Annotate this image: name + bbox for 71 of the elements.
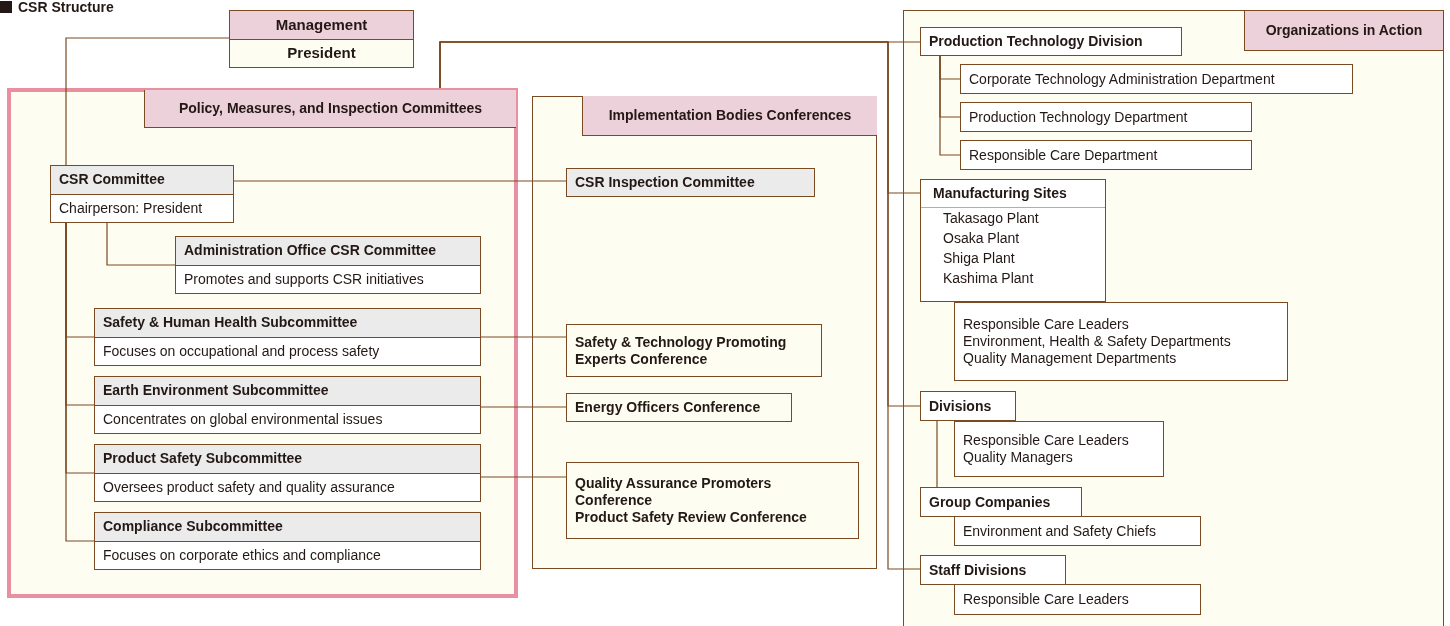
connector-line	[939, 55, 961, 156]
unit-title: Quality Assurance Promoters Conference	[575, 475, 773, 509]
unit-item: Quality Managers	[963, 449, 1074, 466]
subcommittee-box	[94, 512, 481, 570]
unit-title: Energy Officers Conference	[575, 399, 762, 416]
unit-item: Production Technology Department	[969, 108, 1189, 126]
committee-title: Compliance Subcommittee	[95, 513, 480, 542]
role-list-box	[954, 516, 1201, 546]
plant-name: Shiga Plant	[942, 249, 1016, 268]
department-box	[960, 140, 1252, 170]
committee-box	[50, 165, 234, 223]
unit-item: Responsible Care Leaders	[963, 432, 1130, 449]
conference-box	[566, 393, 792, 422]
group-heading: Organizations in Action	[1244, 11, 1443, 51]
management-title: Management	[230, 11, 413, 40]
conference-group-panel	[532, 96, 877, 569]
plant-name: Takasago Plant	[942, 209, 1040, 228]
unit-title: Safety & Technology Promoting Experts Conference	[575, 333, 788, 368]
unit-item: Quality Management Departments	[963, 350, 1178, 367]
connector-line	[233, 180, 567, 182]
division-box	[920, 555, 1066, 585]
unit-item: Environment and Safety Chiefs	[963, 522, 1157, 540]
role-list-box	[954, 421, 1164, 477]
connector-line	[439, 41, 921, 570]
unit-item: Environment, Health & Safety Departments	[963, 333, 1232, 350]
unit-title: Divisions	[929, 397, 993, 415]
department-box	[960, 102, 1252, 132]
plant-name: Kashima Plant	[942, 269, 1035, 288]
unit-title: Staff Divisions	[929, 561, 1028, 579]
unit-title: CSR Inspection Committee	[575, 174, 756, 191]
connector-line	[65, 37, 230, 166]
plant-name: Osaka Plant	[942, 229, 1021, 248]
committee-title: CSR Committee	[51, 166, 233, 195]
connector-line	[480, 476, 567, 478]
connector-line	[65, 222, 95, 542]
connector-line	[106, 222, 176, 266]
subcommittee-box	[94, 376, 481, 434]
committee-title: Product Safety Subcommittee	[95, 445, 480, 474]
site-box	[920, 179, 1106, 302]
unit-item: Responsible Care Leaders	[963, 591, 1130, 608]
organization-group-panel	[903, 10, 1444, 626]
division-box	[920, 487, 1082, 517]
subcommittee-box	[94, 444, 481, 502]
committee-title: Administration Office CSR Committee	[176, 237, 480, 266]
unit-item: Responsible Care Department	[969, 146, 1159, 164]
department-box	[960, 64, 1353, 94]
connector-line	[480, 406, 567, 408]
conference-box	[566, 324, 822, 377]
management-box	[229, 10, 414, 68]
role-list-box	[954, 584, 1201, 615]
unit-title: Product Safety Review Conference	[575, 509, 808, 526]
conference-box	[566, 462, 859, 539]
site-title: Manufacturing Sites	[921, 180, 1105, 208]
committee-title: Safety & Human Health Subcommittee	[95, 309, 480, 338]
unit-item: Responsible Care Leaders	[963, 316, 1130, 333]
group-heading: Implementation Bodies Conferences	[582, 96, 877, 136]
role-list-box	[954, 302, 1288, 381]
diagram-title: CSR Structure	[18, 0, 114, 14]
committee-title: Earth Environment Subcommittee	[95, 377, 480, 406]
committee-group-panel	[7, 88, 518, 598]
unit-item: Corporate Technology Administration Department	[969, 70, 1276, 88]
committee-box	[175, 236, 481, 294]
group-heading: Policy, Measures, and Inspection Committees	[144, 90, 516, 128]
unit-title: Group Companies	[929, 493, 1052, 511]
division-box	[920, 27, 1182, 56]
subcommittee-box	[94, 308, 481, 366]
division-box	[920, 391, 1016, 421]
connector-line	[480, 336, 567, 338]
unit-title: Production Technology Division	[929, 33, 1144, 50]
connector-line	[936, 420, 938, 488]
committee-box	[566, 168, 815, 197]
